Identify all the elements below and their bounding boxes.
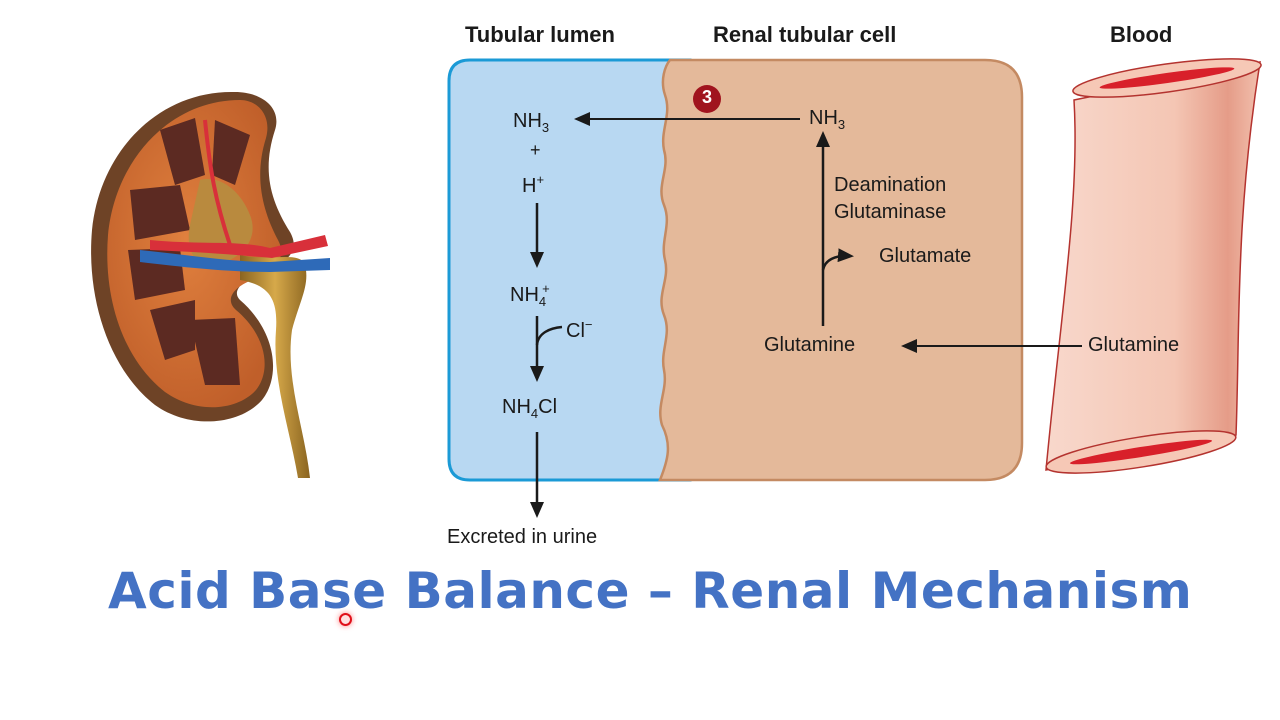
blood-vessel xyxy=(1045,58,1262,474)
lumen-nh3-label: NH3 xyxy=(513,110,550,135)
step-badge-number: 3 xyxy=(701,87,712,107)
tubular-lumen-region xyxy=(447,58,692,482)
glutamate-label: Glutamate xyxy=(879,245,972,267)
glutaminase-label: Glutaminase xyxy=(834,201,947,223)
kidney-shape xyxy=(91,91,330,478)
lumen-cl-ion-label: Cl− xyxy=(566,317,593,342)
cursor-indicator xyxy=(339,613,352,626)
step-badge-circle xyxy=(693,85,721,113)
cell-nh3-label: NH3 xyxy=(809,107,846,132)
header-blood: Blood xyxy=(1110,22,1173,47)
arrow-glutamate-branch xyxy=(821,248,854,271)
deamination-label: Deamination xyxy=(834,174,947,196)
blood-glutamine-label: Glutamine xyxy=(1088,334,1180,356)
cell-glutamine-label: Glutamine xyxy=(764,334,856,356)
header-tubular-lumen: Tubular lumen xyxy=(465,22,615,47)
lumen-nh4-ion-label: NH4+ xyxy=(510,281,550,309)
renal-cell-region xyxy=(658,58,1024,482)
lumen-plus-label: + xyxy=(530,140,541,160)
lumen-nh4cl-label: NH4Cl xyxy=(502,396,558,421)
arrow-cl-join xyxy=(535,325,563,346)
excreted-in-urine-label: Excreted in urine xyxy=(447,526,598,548)
page-title: Acid Base Balance – Renal Mechanism xyxy=(108,562,1193,620)
header-renal-tubular-cell: Renal tubular cell xyxy=(713,22,897,47)
lumen-h-ion-label: H+ xyxy=(522,172,545,197)
